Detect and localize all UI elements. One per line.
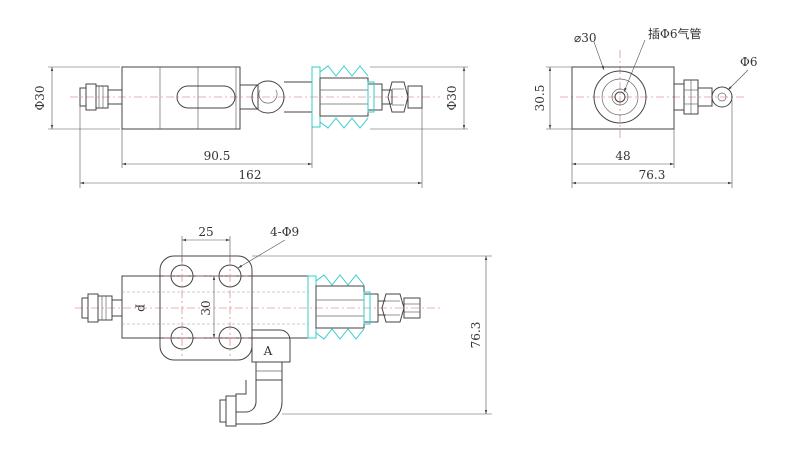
bottom-spacing-h-label: 25 — [198, 225, 213, 239]
side-height-label: 30.5 — [533, 85, 547, 112]
front-view: Φ30 Φ30 90.5 162 — [33, 65, 468, 188]
bottom-total-h-label: 76.3 — [469, 322, 483, 349]
side-dia-fitting-label: Φ6 — [740, 55, 757, 69]
bottom-spacing-v-label: 30 — [199, 300, 213, 315]
side-total-label: 76.3 — [639, 168, 666, 182]
front-dia-left-label: Φ30 — [33, 85, 47, 110]
bottom-port-p-label: p — [135, 304, 149, 312]
bottom-view: 25 4-Φ9 30 p A 76.3 — [75, 225, 492, 427]
bottom-port-a-label: A — [263, 344, 273, 358]
front-dim-body-label: 90.5 — [204, 149, 231, 163]
front-dim-total-label: 162 — [239, 168, 262, 182]
side-dia-top-label: ⌀30 — [574, 31, 597, 45]
side-view: ⌀30 插Φ6气管 Φ6 30.5 48 76.3 — [533, 26, 757, 188]
front-dia-right-label: Φ30 — [445, 85, 459, 110]
side-note-insert-label: 插Φ6气管 — [648, 26, 701, 41]
side-width-label: 48 — [615, 149, 630, 163]
bottom-holes-label: 4-Φ9 — [270, 225, 299, 239]
